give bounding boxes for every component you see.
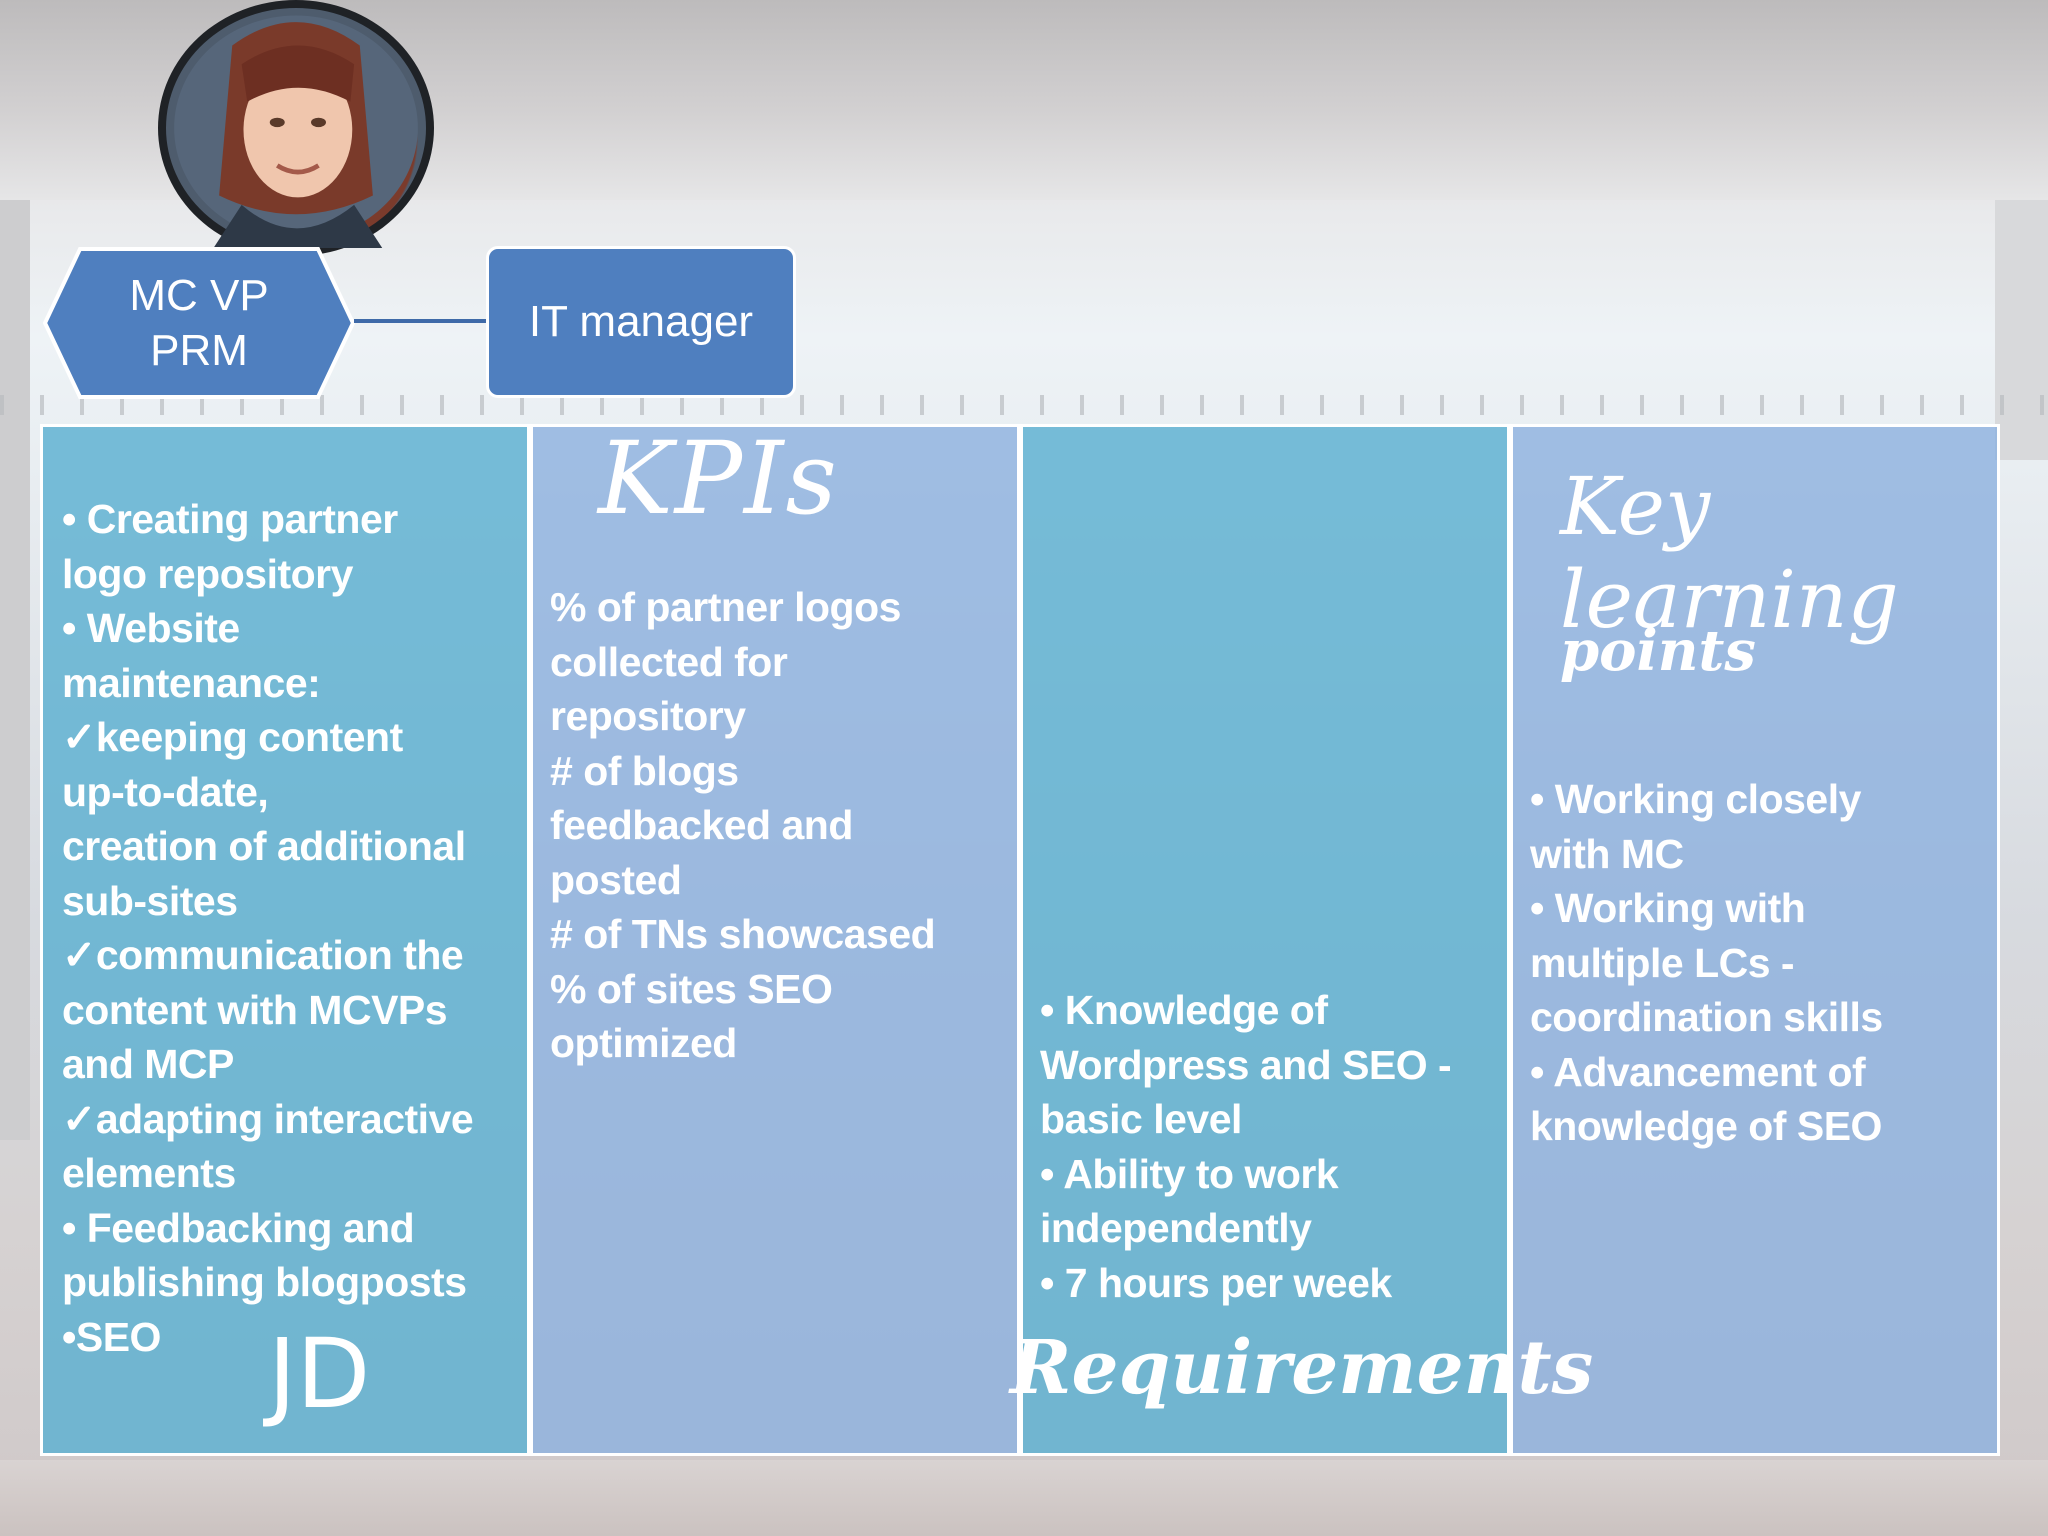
requirement-line: • Ability to work <box>1040 1150 1339 1197</box>
kpi-line: % of partner logos <box>550 584 901 630</box>
background-pillar-left <box>0 200 30 1140</box>
jd-line: logo repository <box>62 550 353 597</box>
jd-line: • Creating partner <box>62 496 398 542</box>
background-fence <box>0 395 2048 415</box>
key-learning-subtitle: points <box>1560 618 1756 684</box>
learning-line: • Working with <box>1530 885 1806 931</box>
requirements-title: Requirements <box>1010 1325 1594 1411</box>
jd-line: ✓communication the <box>62 932 464 978</box>
key-learning-title: Key learning <box>1560 460 1899 646</box>
panel-kpis <box>530 424 1020 1456</box>
hexagon-shape <box>42 247 356 399</box>
kpi-line: feedbacked and <box>550 802 853 848</box>
role-secondary-box: IT manager <box>486 246 796 398</box>
background-pillar-right <box>1995 200 2048 460</box>
learning-line: knowledge of SEO <box>1530 1103 1882 1149</box>
kpi-line: # of blogs <box>550 747 739 794</box>
role-connector-line <box>354 319 486 323</box>
kpi-line: optimized <box>550 1020 737 1066</box>
kpi-line: posted <box>550 856 682 903</box>
jd-line: • Website <box>62 605 240 651</box>
role-primary-label: MC VP PRM <box>129 271 269 375</box>
role-primary-hexagon: MC VP PRM <box>42 246 356 400</box>
learning-line: multiple LCs - <box>1530 939 1795 986</box>
panel-key-learning <box>1510 424 2000 1456</box>
jd-line: • Feedbacking and <box>62 1204 415 1251</box>
kpi-line: repository <box>550 693 746 739</box>
requirement-line: Wordpress and SEO - <box>1040 1041 1452 1088</box>
jd-line: ✓keeping content <box>62 714 403 760</box>
avatar-portrait <box>174 15 418 248</box>
jd-line: up-to-date, <box>62 768 269 815</box>
requirement-line: independently <box>1040 1205 1312 1251</box>
jd-line: and MCP <box>62 1041 234 1087</box>
learning-line: • Advancement of <box>1530 1048 1866 1095</box>
role-secondary-label: IT manager <box>528 297 754 346</box>
panel-requirements <box>1020 424 1510 1456</box>
jd-line: publishing blogposts <box>62 1259 467 1305</box>
jd-line: maintenance: <box>62 659 321 706</box>
jd-line: creation of additional <box>62 823 466 869</box>
jd-list: • Creating partner logo repository • Web… <box>62 492 474 1364</box>
jd-line: •SEO <box>62 1313 161 1360</box>
requirement-line: • Knowledge of <box>1040 987 1328 1033</box>
avatar <box>158 0 434 256</box>
kpis-title: KPIs <box>598 420 839 537</box>
jd-line: ✓adapting interactive <box>62 1095 474 1142</box>
kpis-list: % of partner logos collected for reposit… <box>550 580 936 1071</box>
learning-line: with MC <box>1530 830 1684 877</box>
kpi-line: collected for <box>550 638 788 685</box>
kpi-line: % of sites SEO <box>550 965 833 1012</box>
jd-line: sub-sites <box>62 877 238 924</box>
requirement-line: • 7 hours per week <box>1040 1259 1392 1306</box>
kpi-line: # of TNs showcased <box>550 911 936 957</box>
learning-line: coordination skills <box>1530 994 1883 1040</box>
background-floor <box>0 1460 2048 1536</box>
panel-jd <box>40 424 530 1456</box>
key-learning-list: • Working closely with MC • Working with… <box>1530 772 1883 1154</box>
requirement-line: basic level <box>1040 1096 1242 1142</box>
jd-line: content with MCVPs <box>62 986 448 1033</box>
jd-title: JD <box>268 1318 371 1430</box>
requirements-list: • Knowledge of Wordpress and SEO - basic… <box>1040 983 1452 1310</box>
learning-line: • Working closely <box>1530 776 1861 822</box>
jd-line: elements <box>62 1150 236 1196</box>
